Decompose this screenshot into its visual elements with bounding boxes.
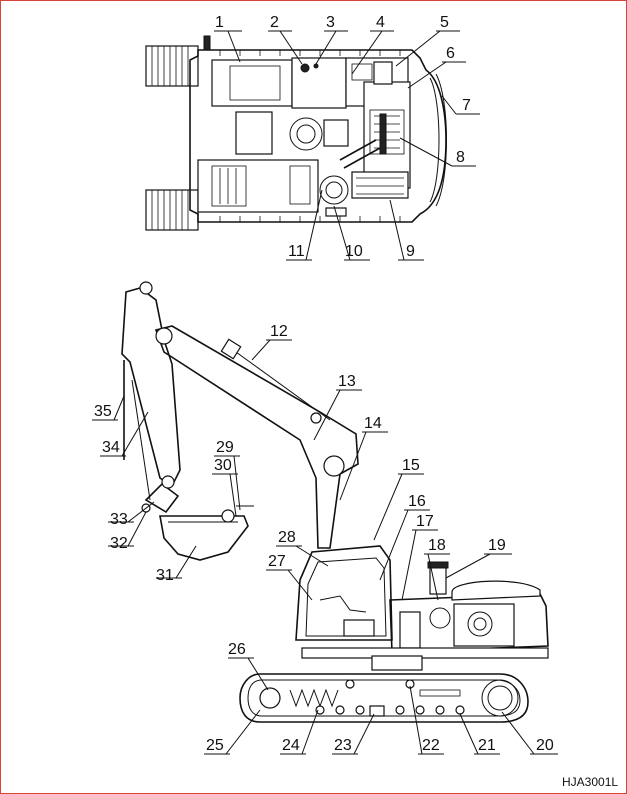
callout-11: 11 <box>288 243 305 260</box>
callout-6: 6 <box>446 45 455 62</box>
callout-17: 17 <box>416 513 434 530</box>
top-view <box>145 35 447 231</box>
callout-10: 10 <box>345 243 363 260</box>
top-cab <box>197 159 319 213</box>
callout-28: 28 <box>278 529 296 546</box>
track-stub-upper <box>145 45 199 87</box>
callout-21: 21 <box>478 737 496 754</box>
callout-33: 33 <box>110 511 128 528</box>
callout-29: 29 <box>216 439 234 456</box>
callout-26: 26 <box>228 641 246 658</box>
figure-code: HJA3001L <box>562 775 618 789</box>
track-frame <box>239 673 529 723</box>
callout-25: 25 <box>206 737 224 754</box>
callout-31: 31 <box>156 567 174 584</box>
bucket <box>159 515 249 561</box>
callout-30: 30 <box>214 457 232 474</box>
callout-8: 8 <box>456 149 465 166</box>
top-engine-area <box>363 81 411 189</box>
callout-27: 27 <box>268 553 286 570</box>
side-view <box>121 281 549 723</box>
callout-16: 16 <box>408 493 426 510</box>
callout-3: 3 <box>326 14 335 31</box>
callout-19: 19 <box>488 537 506 554</box>
upperstructure-outline <box>189 49 447 223</box>
callout-18: 18 <box>428 537 446 554</box>
callout-20: 20 <box>536 737 554 754</box>
callout-2: 2 <box>270 14 279 31</box>
callout-15: 15 <box>402 457 420 474</box>
arm <box>121 287 181 488</box>
callout-1: 1 <box>215 14 224 31</box>
callout-5: 5 <box>440 14 449 31</box>
callout-9: 9 <box>406 243 415 260</box>
boom <box>154 325 359 549</box>
callout-22: 22 <box>422 737 440 754</box>
callout-34: 34 <box>102 439 120 456</box>
callout-7: 7 <box>462 97 471 114</box>
callout-labels: 1 2 3 4 5 6 7 8 9 10 11 12 13 14 15 16 1… <box>94 14 618 789</box>
top-tank-block <box>211 59 293 107</box>
leader-lines <box>92 30 558 755</box>
callout-23: 23 <box>334 737 352 754</box>
callout-35: 35 <box>94 403 112 420</box>
callout-13: 13 <box>338 373 356 390</box>
callout-14: 14 <box>364 415 382 432</box>
callout-4: 4 <box>376 14 385 31</box>
callout-24: 24 <box>282 737 300 754</box>
callout-32: 32 <box>110 535 128 552</box>
callout-12: 12 <box>270 323 288 340</box>
